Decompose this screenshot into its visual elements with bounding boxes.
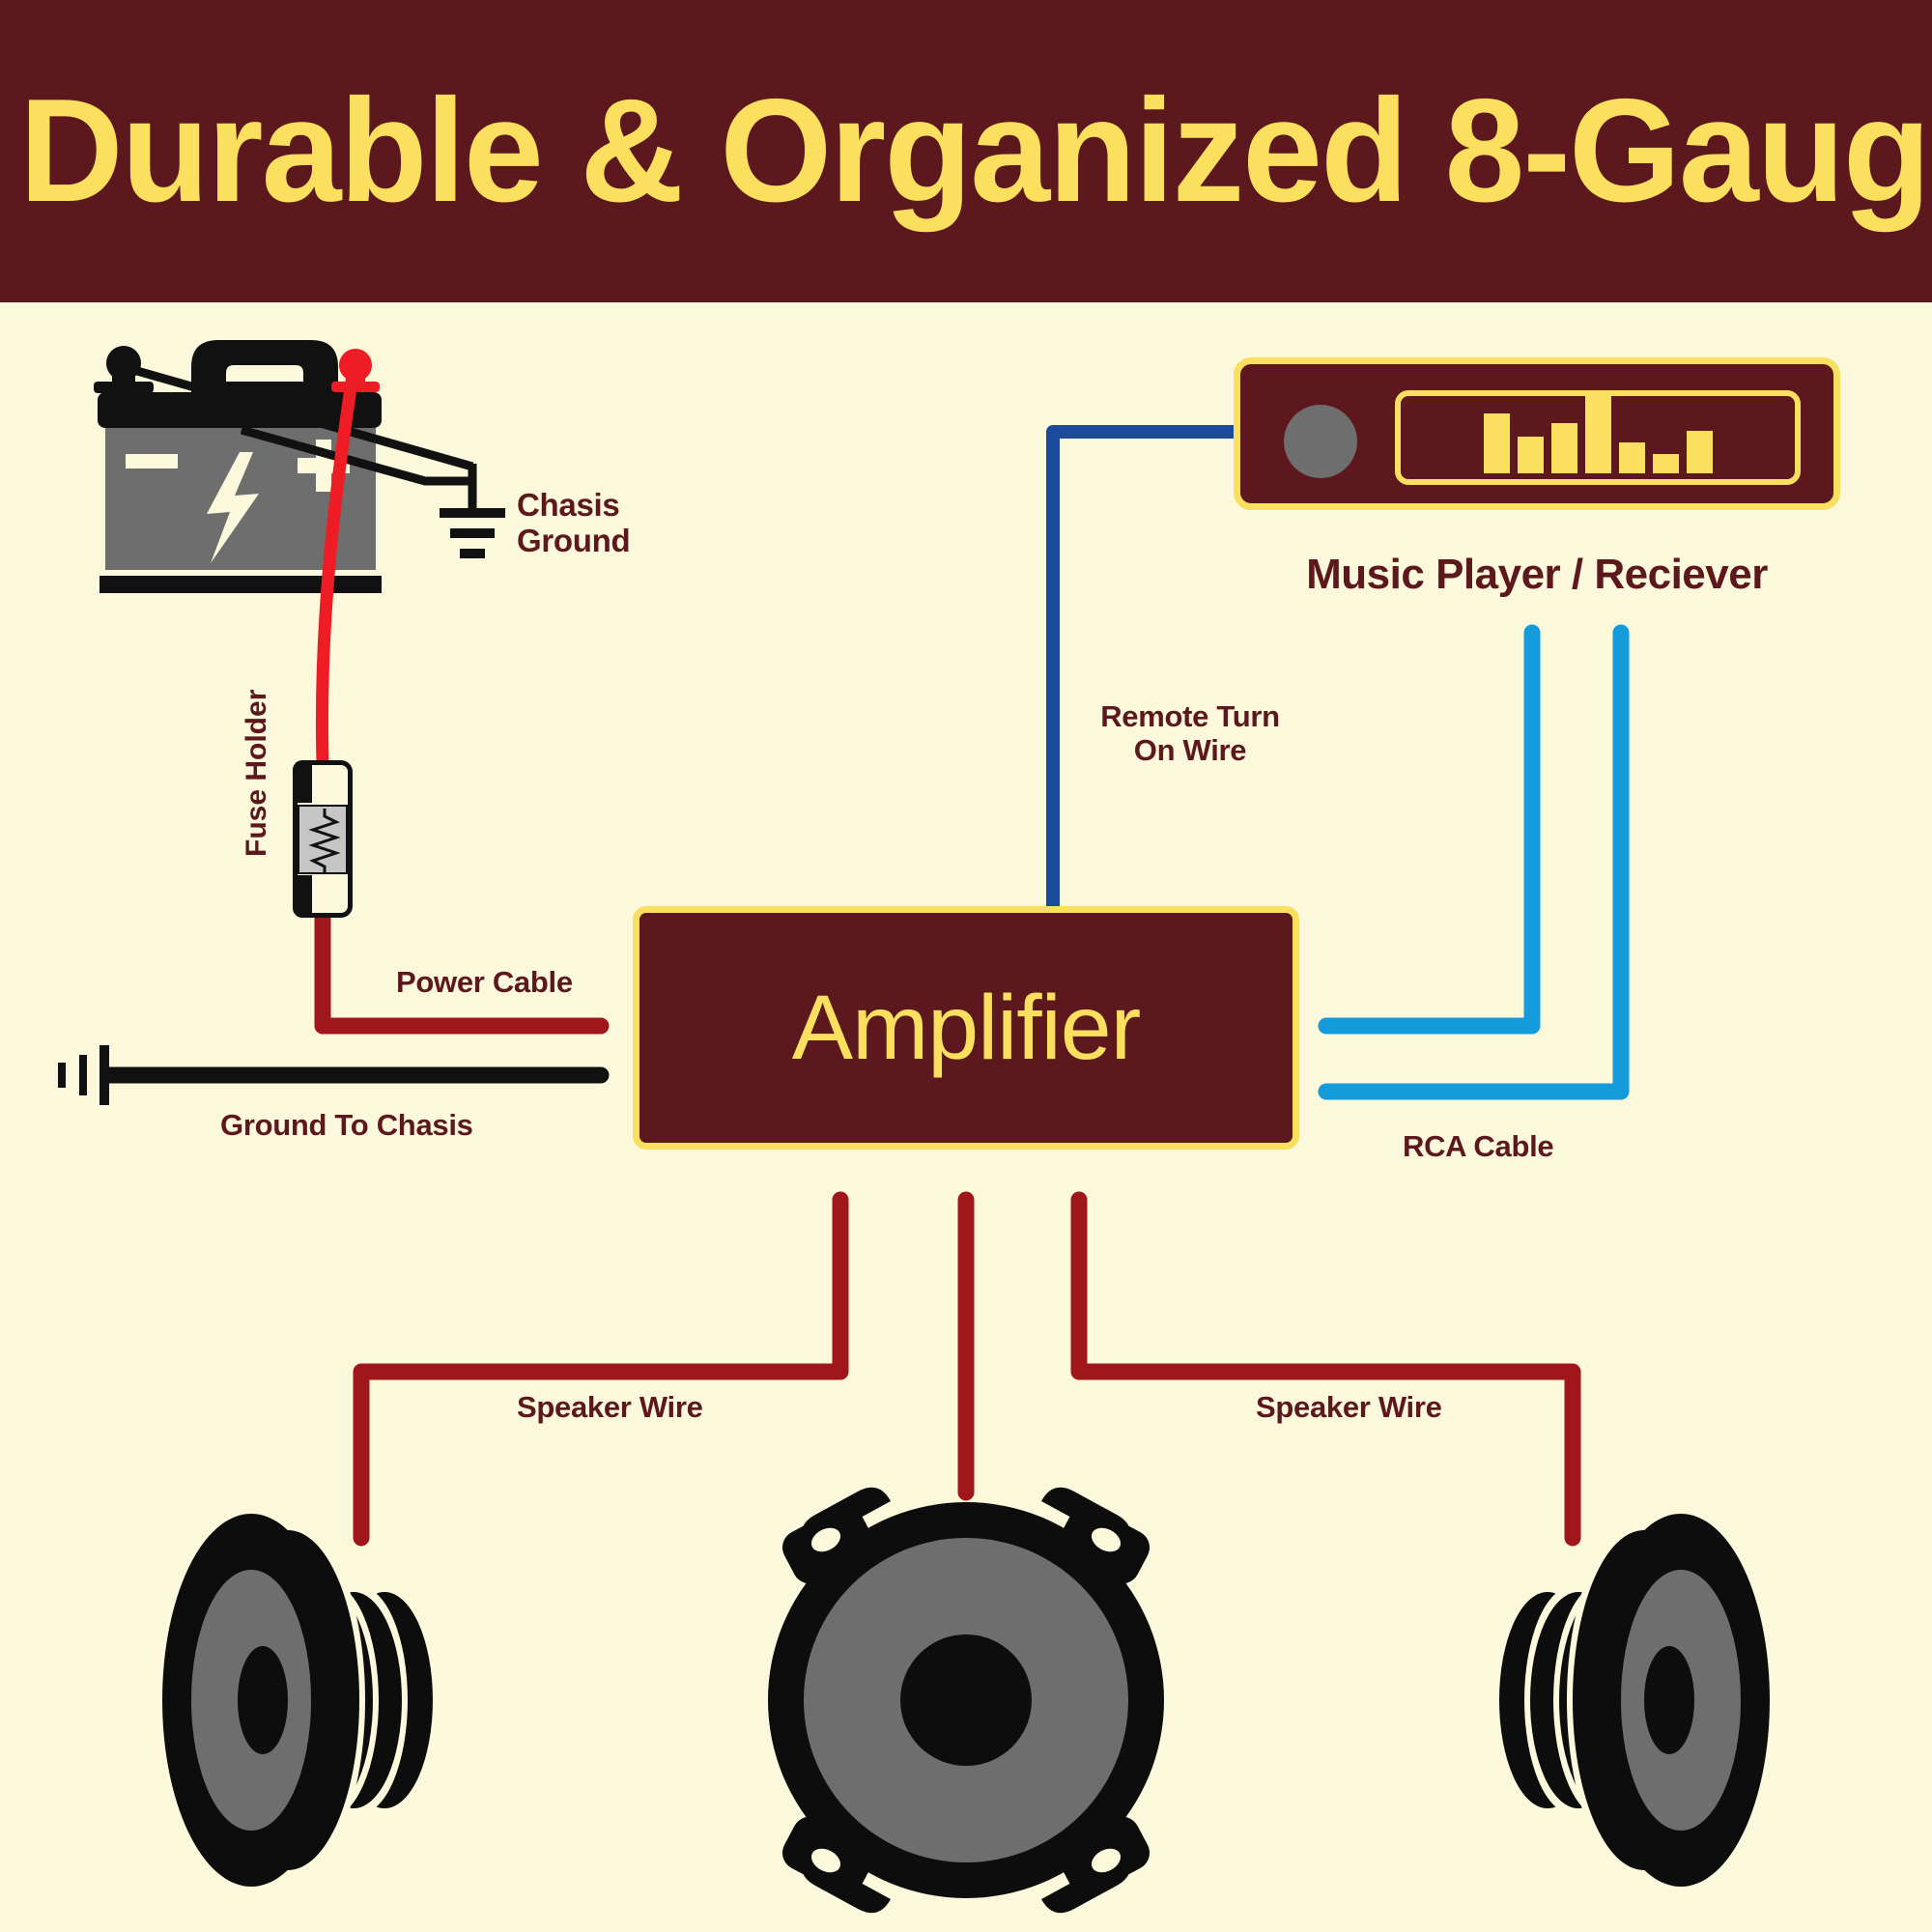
battery-negative-terminal bbox=[94, 346, 154, 393]
speaker-mount-tabs bbox=[781, 1487, 1151, 1914]
chasis-ground-symbol-icon bbox=[440, 464, 505, 558]
equalizer-bar-6 bbox=[1652, 454, 1679, 473]
fuse-filament-icon bbox=[308, 809, 341, 874]
battery-body bbox=[105, 428, 376, 570]
equalizer-bar-1 bbox=[1483, 413, 1510, 473]
battery-lightning-bolt-icon bbox=[207, 452, 259, 563]
fuse-holder-label: Fuse Holder bbox=[241, 689, 272, 857]
battery-base bbox=[99, 576, 382, 593]
ground-to-chasis-symbol-icon bbox=[58, 1045, 109, 1105]
speaker-wire-right-label: Speaker Wire bbox=[1256, 1390, 1442, 1424]
wire-rca-cable-2 bbox=[1318, 624, 1630, 1100]
center-speaker-icon bbox=[768, 1487, 1164, 1914]
wire-rca-cable-1 bbox=[1318, 624, 1541, 1035]
battery-plus-symbol bbox=[298, 440, 350, 492]
rca-cable-label: RCA Cable bbox=[1403, 1129, 1554, 1163]
equalizer-bar-4 bbox=[1584, 396, 1611, 473]
header-bar: Durable & Organized 8-Gauge Wiring bbox=[0, 0, 1932, 302]
battery-handle bbox=[191, 340, 338, 403]
battery-icon bbox=[94, 340, 382, 593]
wire-remote-turn-on bbox=[1046, 425, 1240, 913]
equalizer-bar-7 bbox=[1686, 431, 1713, 473]
equalizer-bar-3 bbox=[1550, 423, 1577, 473]
equalizer-bar-5 bbox=[1618, 442, 1645, 473]
wire-battery-negative-branch bbox=[240, 425, 472, 486]
battery-minus-symbol bbox=[126, 454, 178, 469]
player-knob-icon[interactable] bbox=[1284, 405, 1357, 478]
wire-battery-negative-to-chasis-ground bbox=[128, 364, 474, 471]
battery-positive-terminal bbox=[331, 349, 380, 392]
fuse-glass bbox=[298, 805, 348, 874]
ground-to-chasis-label: Ground To Chasis bbox=[220, 1108, 473, 1142]
speaker-wire-left-label: Speaker Wire bbox=[517, 1390, 703, 1424]
amplifier-box[interactable]: Amplifier bbox=[633, 906, 1299, 1150]
power-cable-label: Power Cable bbox=[396, 965, 573, 999]
wire-speaker-left bbox=[353, 1191, 849, 1547]
wire-battery-positive-to-fuse bbox=[315, 362, 360, 770]
amplifier-label: Amplifier bbox=[791, 976, 1142, 1079]
page-title: Durable & Organized 8-Gauge Wiring bbox=[19, 69, 1932, 233]
music-player-box[interactable] bbox=[1234, 357, 1840, 510]
left-speaker-icon bbox=[162, 1514, 433, 1887]
chasis-ground-label: Chasis Ground bbox=[517, 487, 631, 558]
fuse-cap-top bbox=[293, 760, 312, 803]
player-equalizer-display bbox=[1395, 390, 1801, 485]
equalizer-bar-2 bbox=[1517, 437, 1544, 473]
music-player-label: Music Player / Reciever bbox=[1306, 551, 1768, 598]
fuse-holder-icon bbox=[293, 760, 353, 918]
wire-speaker-right bbox=[1070, 1191, 1581, 1547]
right-speaker-icon bbox=[1499, 1514, 1770, 1887]
battery-lid bbox=[98, 392, 382, 428]
fuse-cap-bottom bbox=[293, 875, 312, 918]
remote-turn-on-wire-label: Remote Turn On Wire bbox=[1100, 699, 1280, 767]
